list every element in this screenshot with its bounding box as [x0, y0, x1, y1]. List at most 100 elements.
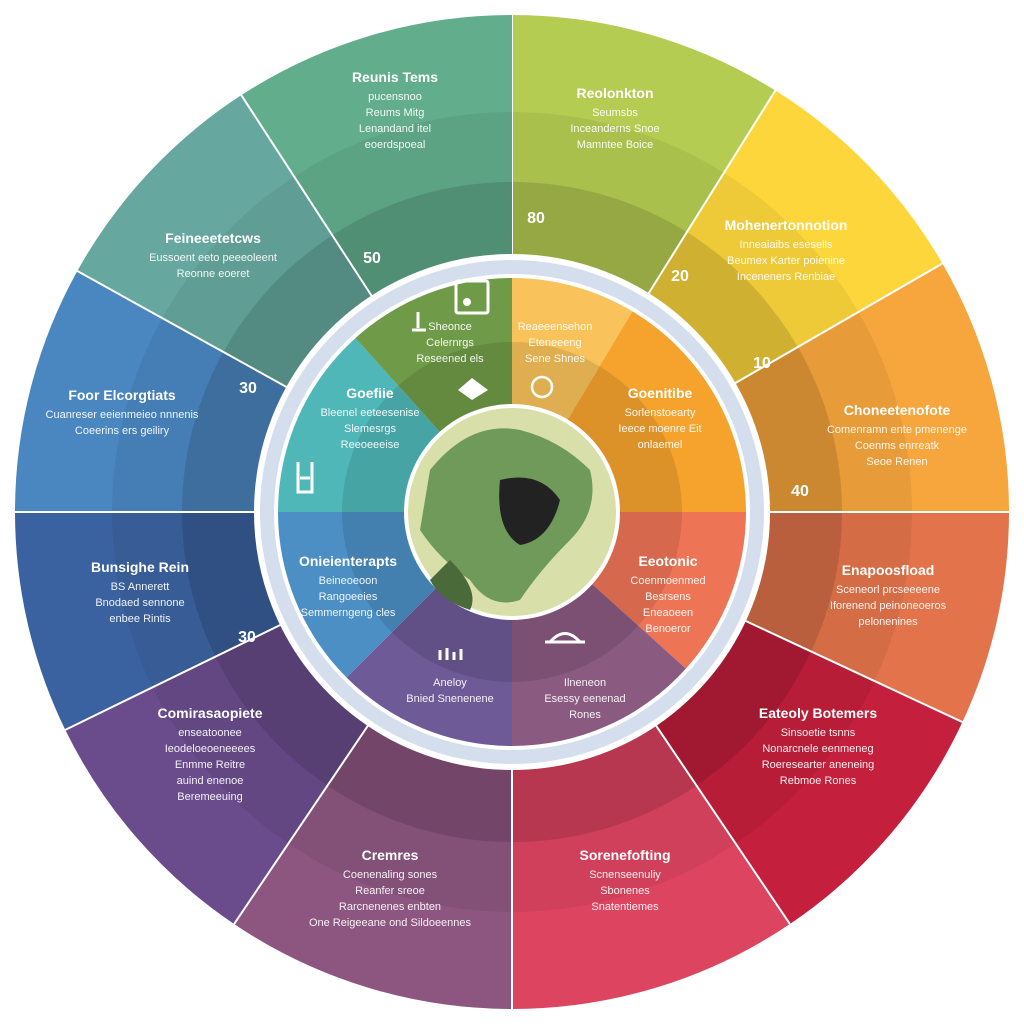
outer-line: Inceneners Renbiae: [737, 271, 835, 283]
outer-segment-shade: [294, 112, 512, 299]
inner-segment: [278, 512, 439, 678]
outer-title: Feineeetetcws: [165, 230, 261, 246]
inner-segment-shade: [342, 512, 439, 633]
outer-line: Coeerins ers geiliry: [75, 425, 170, 437]
outer-line: Scnenseenuliy: [589, 869, 661, 881]
outer-line: Beremeeuing: [177, 791, 242, 803]
outer-segment-shade: [327, 723, 512, 842]
outer-line: Comenramn ente pmenenge: [827, 424, 967, 436]
outer-line: Lenandand itel: [359, 123, 431, 135]
person-icon: [296, 462, 314, 494]
lamp-icon: [412, 312, 426, 332]
inner-line: Sheonce: [428, 321, 471, 333]
outer-segment-shade: [112, 318, 289, 512]
outer-line: pelonenines: [858, 616, 918, 628]
segment-number: 50: [363, 250, 381, 267]
globe: [404, 404, 620, 620]
outer-segment-shade: [732, 312, 912, 512]
inner-line: Rones: [569, 709, 601, 721]
segment-number: 80: [527, 210, 545, 227]
outer-title: Comirasaopiete: [157, 705, 262, 721]
outer-segment-shade: [223, 235, 374, 389]
divider: [646, 89, 777, 297]
outer-line: Rarcnenenes enbten: [339, 901, 441, 913]
outer-line: Snatentiemes: [591, 901, 659, 913]
outer-segment-shade: [512, 723, 736, 912]
inner-line: Bnied Snenenene: [406, 693, 493, 705]
segment-number: 40: [791, 483, 809, 500]
outer-segment-shade: [162, 176, 374, 389]
outer-line: Ieodeloeoeneeees: [165, 743, 256, 755]
inner-segment: [346, 585, 512, 746]
outer-title: Choneetenofote: [844, 402, 951, 418]
inner-segment: [565, 311, 746, 512]
outer-line: Beumex Karter poienine: [727, 255, 845, 267]
inner-line: Beineoeoon: [319, 575, 378, 587]
segment-number: 20: [671, 268, 689, 285]
inner-segment-shade: [512, 581, 639, 682]
inner-line: Coenmoenmed: [630, 575, 705, 587]
outer-line: Coenms enrreatk: [855, 440, 940, 452]
outer-segment: [743, 512, 1009, 723]
segment-number: 30: [238, 629, 256, 646]
outer-title: Bunsighe Rein: [91, 559, 189, 575]
outer-line: Reonne eoeret: [177, 268, 250, 280]
outer-line: Reanfer sreoe: [355, 885, 425, 897]
outer-segment-shade: [647, 232, 798, 385]
inner-line: Besrsens: [645, 591, 691, 603]
inner-line: Bleenel eeteesenise: [320, 407, 419, 419]
segment-number: 30: [239, 380, 257, 397]
divider: [732, 262, 943, 386]
frame-icon-dot: [463, 298, 471, 306]
outer-line: Eussoent eeto peeeoleent: [149, 252, 277, 264]
outer-title: Reunis Tems: [352, 69, 438, 85]
outer-title: Foor Elcorgtiats: [68, 387, 176, 403]
outer-segment-shade: [512, 723, 697, 842]
outer-segment: [77, 95, 374, 389]
divider: [240, 94, 374, 299]
inner-segment-shade: [565, 366, 682, 512]
outer-title: Sorenefofting: [580, 847, 671, 863]
outer-segment: [15, 271, 289, 512]
outer-segment-shade: [332, 182, 512, 299]
face-icon: [530, 375, 554, 399]
inner-line: Aneloy: [433, 677, 467, 689]
outer-line: BS Annerett: [111, 581, 170, 593]
ring-tint: [260, 260, 764, 764]
inner-line: Benoeror: [645, 623, 691, 635]
outer-line: Seoe Renen: [866, 456, 927, 468]
segment-number: 10: [753, 355, 771, 372]
frame-icon: [454, 279, 490, 315]
outer-line: enbee Rintis: [109, 613, 171, 625]
inner-line: Esessy eenenad: [544, 693, 625, 705]
inner-title: Eeotonic: [638, 553, 697, 569]
inner-segment-shade: [512, 342, 600, 423]
outer-line: Sinsoetie tsnns: [781, 727, 856, 739]
outer-line: Rebmoe Rones: [780, 775, 857, 787]
inner-segment-shade: [391, 585, 512, 682]
outer-segment: [512, 723, 790, 1009]
dome-icon: [545, 632, 585, 644]
outer-segment-shade: [647, 172, 859, 385]
inner-title: Goenitibe: [628, 385, 693, 401]
outer-line: Mamntee Boice: [577, 139, 653, 151]
outer-line: Bnodaed sennone: [95, 597, 184, 609]
outer-title: Cremres: [362, 847, 419, 863]
outer-title: Eateoly Botemers: [759, 705, 877, 721]
diamond-icon: [458, 378, 488, 400]
inner-line: Semmerngeng cles: [301, 607, 396, 619]
outer-line: Cuanreser eeienmeieo nnnenis: [46, 409, 199, 421]
inner-line: Reseened els: [416, 353, 484, 365]
inner-line: Eneaoeen: [643, 607, 693, 619]
inner-segment: [589, 512, 746, 669]
outer-line: eoerdspoeal: [365, 139, 426, 151]
inner-segment: [512, 581, 686, 746]
inner-line: onlaemel: [638, 439, 683, 451]
inner-segment-shade: [342, 385, 443, 512]
outer-segment-shade: [743, 512, 842, 652]
outer-segment-shade: [732, 347, 842, 512]
outer-segment-shade: [182, 352, 289, 512]
inner-segment: [512, 278, 633, 423]
outer-title: Reolonkton: [577, 85, 654, 101]
